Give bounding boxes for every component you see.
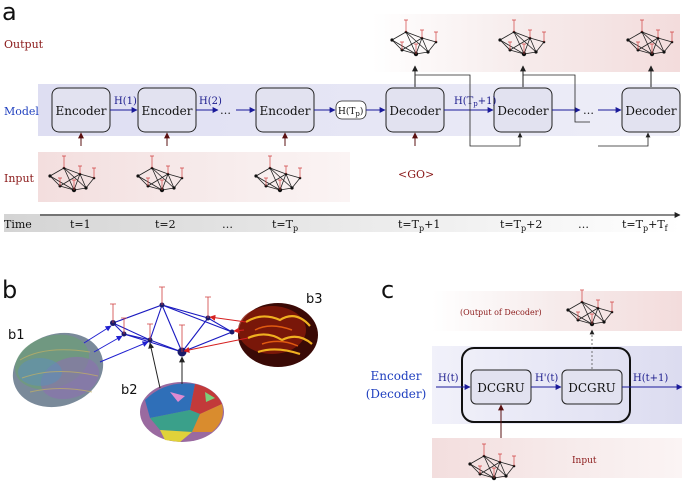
arrow-b3-to-graph-2 xyxy=(233,327,245,334)
panel-b-letter: b xyxy=(2,276,17,304)
c-label-h-in: H(t) xyxy=(438,373,459,384)
decoder-box-2: Decoder xyxy=(493,87,553,133)
c-model-band xyxy=(432,346,682,424)
row-label-output: Output xyxy=(4,38,44,51)
time-band xyxy=(4,214,682,232)
hidden-state-box-sub: p xyxy=(355,110,360,118)
svg-text:t=Tp: t=Tp xyxy=(272,218,298,233)
dcgru-box-1-label: DCGRU xyxy=(477,381,525,395)
time-label-tf: t=T xyxy=(622,218,644,231)
time-label-tp: t=T xyxy=(272,218,294,231)
time-label-tp1: t=T xyxy=(398,218,420,231)
time-label-1: t=1 xyxy=(70,218,91,231)
time-label-tf-tail-sub: f xyxy=(665,224,669,233)
go-token: <GO> xyxy=(398,168,434,181)
encoder-box-3-label: Encoder xyxy=(260,104,311,118)
dcgru-box-1: DCGRU xyxy=(470,369,532,405)
time-label-tf-sub: p xyxy=(643,224,648,233)
decoder-box-1-label: Decoder xyxy=(389,104,440,118)
encoder-box-2: Encoder xyxy=(137,87,197,133)
c-side-label-1: Encoder xyxy=(371,369,422,383)
hidden-label-tp1-tail: +1) xyxy=(478,96,497,107)
encoder-box-1-label: Encoder xyxy=(56,104,107,118)
time-label-tp1-sub: p xyxy=(419,224,424,233)
hidden-label-1: H(1) xyxy=(114,96,137,107)
encoder-box-3: Encoder xyxy=(255,87,315,133)
hidden-label-tp1-sub: p xyxy=(473,100,478,108)
time-label-tp2-tail: +2 xyxy=(526,218,542,231)
dcgru-box-2: DCGRU xyxy=(561,369,623,405)
hidden-label-tp1: H(T xyxy=(454,96,474,107)
encoder-box-2-label: Encoder xyxy=(142,104,193,118)
arrow-b1-to-graph-2 xyxy=(93,335,123,353)
feedback-arrow-3 xyxy=(598,132,651,147)
row-label-time: Time xyxy=(4,218,32,231)
c-output-band xyxy=(432,291,682,331)
arrow-b3-to-graph-1 xyxy=(209,314,247,323)
feedback-line-2 xyxy=(523,74,590,123)
brain-network-graph xyxy=(110,286,235,357)
time-label-tp2-sub: p xyxy=(521,224,526,233)
model-ellipsis-1: … xyxy=(220,104,231,117)
hidden-state-box-tail: ) xyxy=(360,106,364,117)
time-label-2: t=2 xyxy=(155,218,176,231)
input-band xyxy=(38,152,350,202)
arrow-b3-to-graph-3 xyxy=(183,337,249,353)
c-outer-cell-box xyxy=(461,347,631,423)
c-label-h-out: H(t+1) xyxy=(633,373,668,384)
time-label-ellipsis-1: … xyxy=(222,218,233,231)
arrow-b1-to-graph-1 xyxy=(83,325,112,344)
decoder-box-3: Decoder xyxy=(621,87,681,133)
row-label-model: Model xyxy=(4,105,39,118)
c-label-h-mid: H'(t) xyxy=(535,373,558,384)
svg-text:H(Tp+1): H(Tp+1) xyxy=(454,96,497,108)
c-input-label: Input xyxy=(572,456,597,466)
encoder-box-1: Encoder xyxy=(51,87,111,133)
svg-text:t=Tp+2: t=Tp+2 xyxy=(500,218,542,233)
hidden-label-2: H(2) xyxy=(199,96,222,107)
dcgru-box-2-label: DCGRU xyxy=(568,381,616,395)
svg-text:t=Tp+Tf: t=Tp+Tf xyxy=(622,218,669,233)
brain-image-b3 xyxy=(238,303,318,367)
decoder-box-2-label: Decoder xyxy=(497,104,548,118)
time-label-ellipsis-2: … xyxy=(578,218,589,231)
model-ellipsis-2: … xyxy=(583,104,594,117)
c-output-label: (Output of Decoder) xyxy=(460,308,542,317)
time-label-tp-sub: p xyxy=(293,224,298,233)
c-input-band xyxy=(432,438,682,478)
hidden-state-box-label: H(T xyxy=(338,106,355,117)
row-label-input: Input xyxy=(4,172,35,185)
label-b2: b2 xyxy=(121,383,138,398)
brain-image-b2 xyxy=(140,382,224,442)
time-label-tf-tail: +T xyxy=(648,218,665,231)
feedback-arrow-1 xyxy=(415,74,523,147)
time-label-tp2: t=T xyxy=(500,218,522,231)
decoder-box-1: Decoder xyxy=(385,87,445,133)
decoder-box-3-label: Decoder xyxy=(625,104,676,118)
svg-text:t=Tp+1: t=Tp+1 xyxy=(398,218,440,233)
hidden-state-box: H(Tp) xyxy=(335,100,367,120)
label-b3: b3 xyxy=(306,292,323,307)
c-side-label-2: (Decoder) xyxy=(366,387,427,401)
label-b1: b1 xyxy=(8,328,25,343)
panel-a-letter: a xyxy=(2,0,17,26)
panel-c-letter: c xyxy=(381,276,394,304)
brain-image-b1 xyxy=(12,332,104,408)
svg-text:H(Tp): H(Tp) xyxy=(338,106,363,118)
arrow-b1-to-graph-3 xyxy=(99,341,149,363)
arrow-b2-to-graph-1 xyxy=(148,342,161,389)
time-label-tp1-tail: +1 xyxy=(424,218,440,231)
